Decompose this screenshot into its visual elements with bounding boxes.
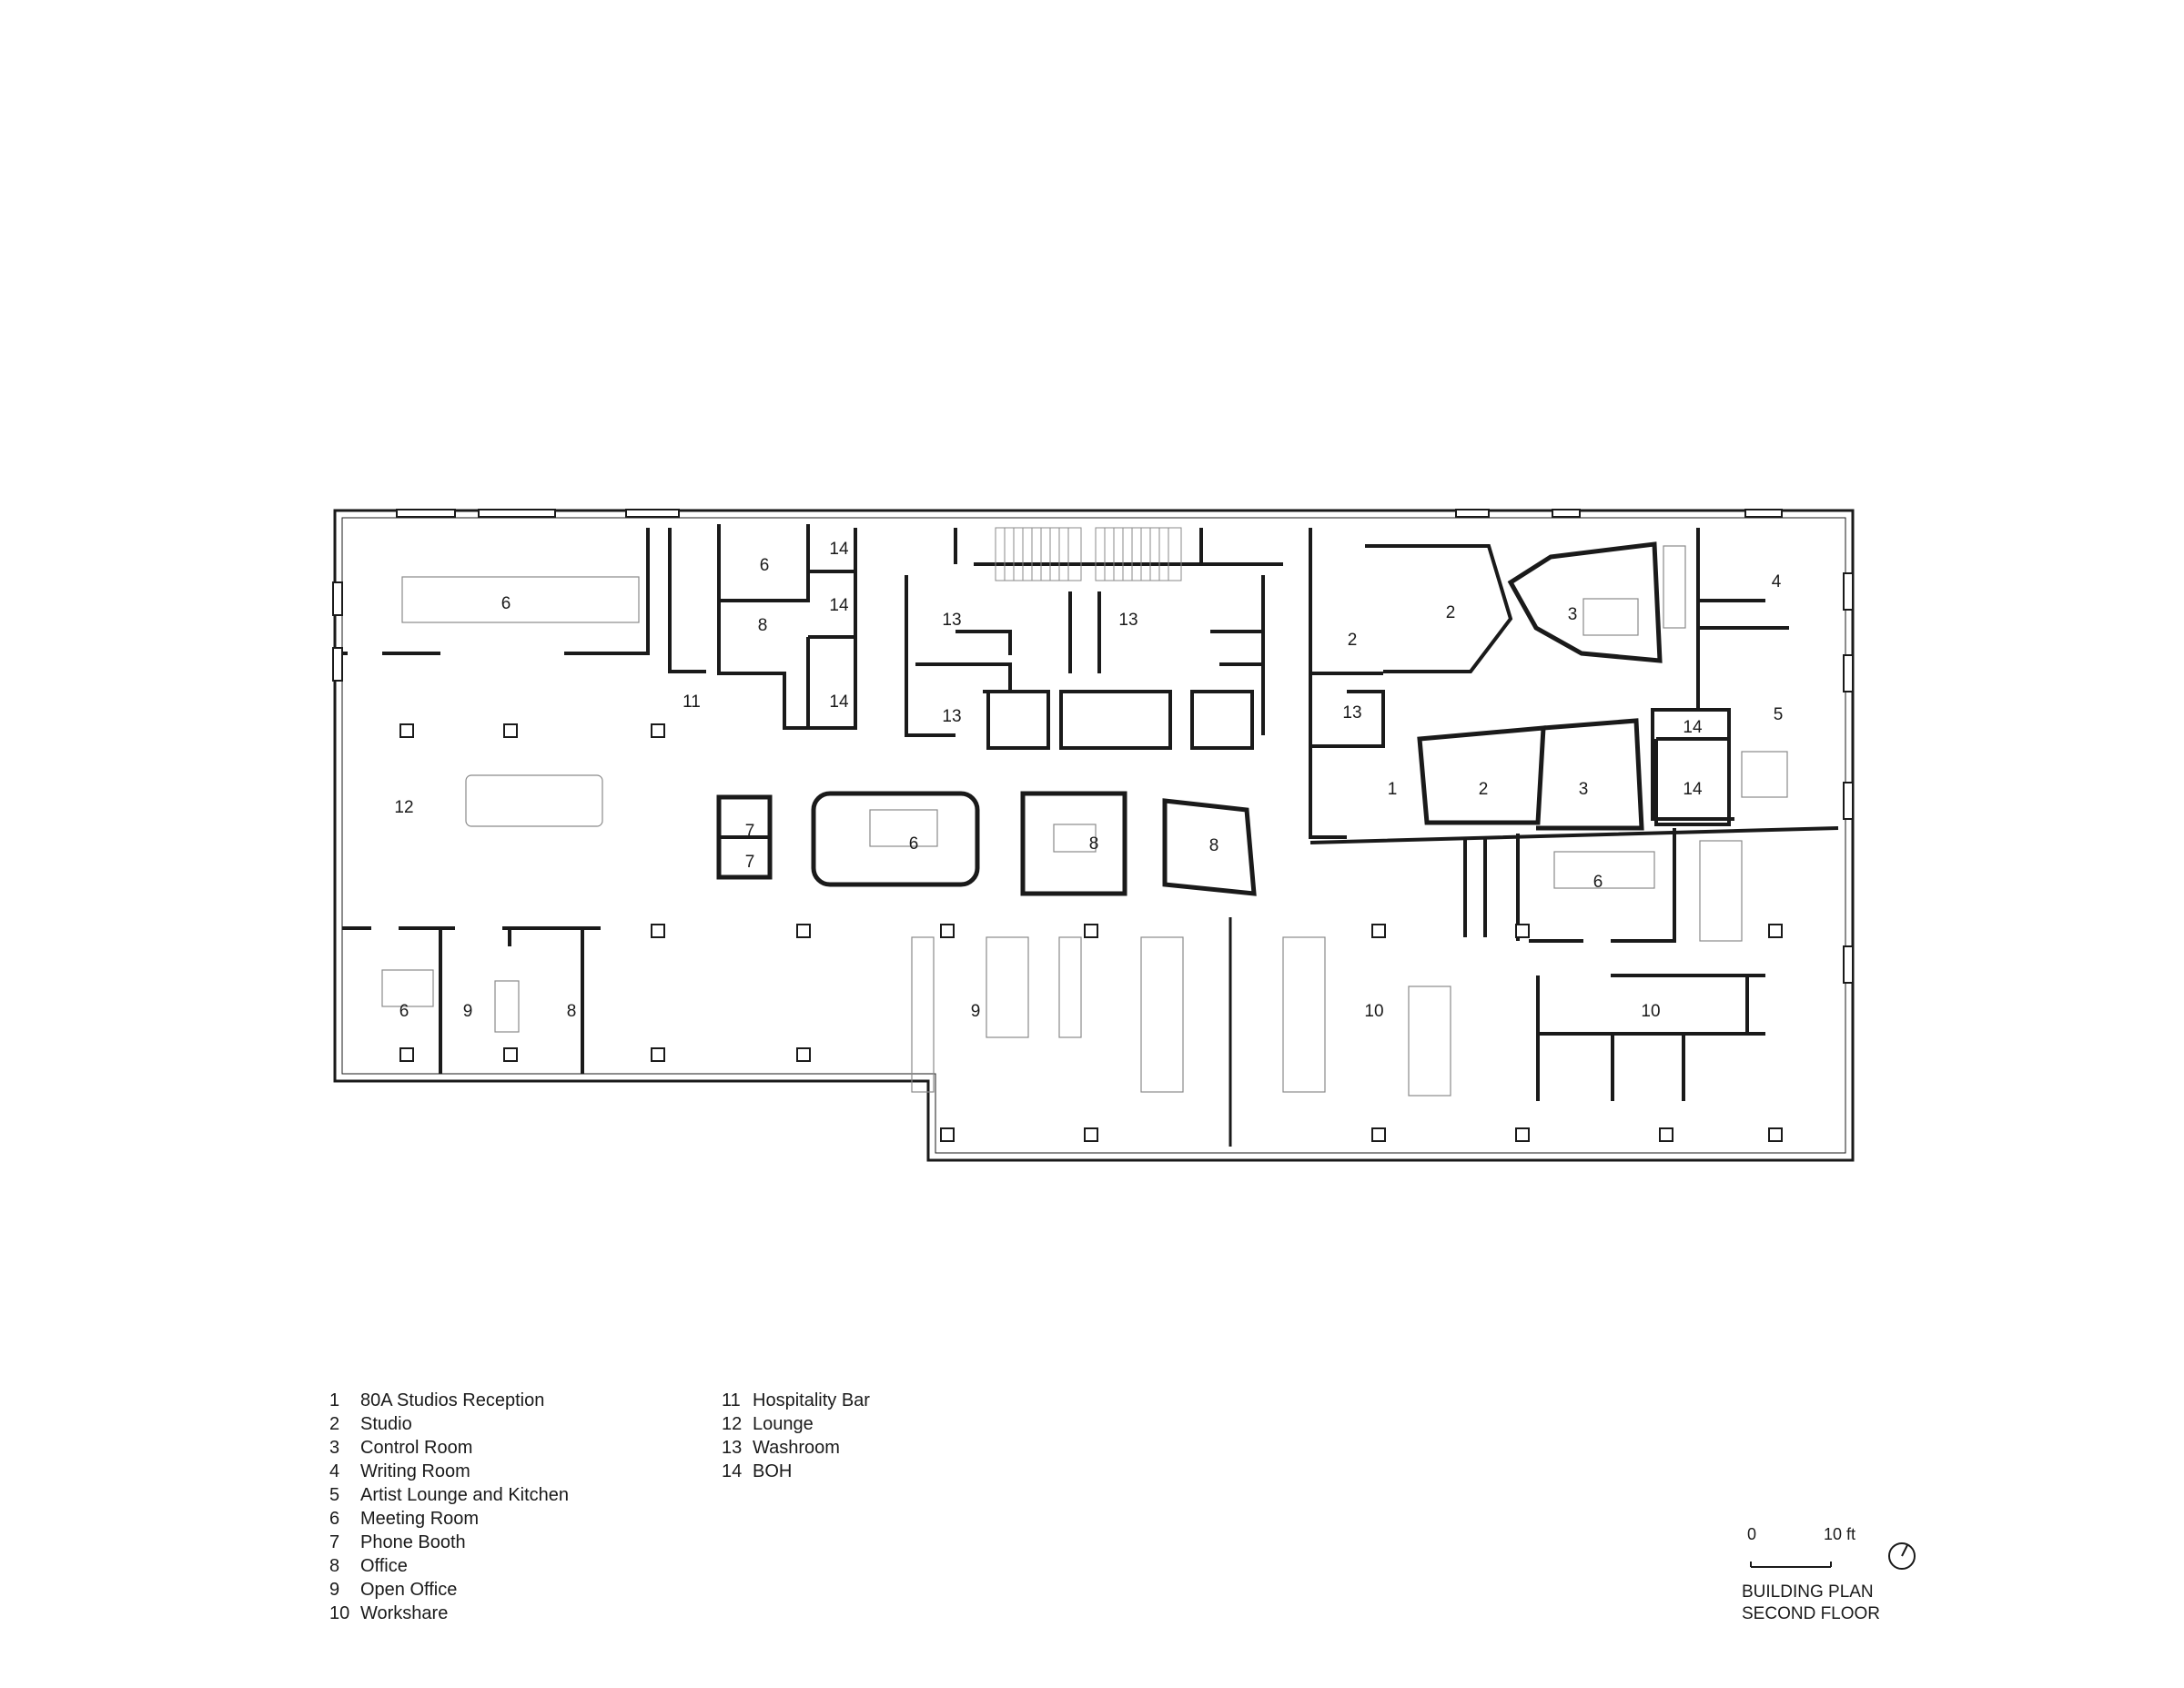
title-line-2: SECOND FLOOR: [1742, 1604, 1881, 1623]
title-line-1: BUILDING PLAN: [1742, 1582, 1874, 1602]
label-boh: 14: [829, 692, 849, 712]
label-meeting-room: 6: [1593, 873, 1603, 892]
label-control-room: 3: [1568, 605, 1578, 624]
label-workshare: 10: [1364, 1002, 1383, 1021]
north-arrow-icon: [1888, 1542, 1916, 1570]
legend-number: 12: [722, 1414, 743, 1434]
legend-item: 12 Lounge: [722, 1412, 870, 1436]
label-office: 8: [567, 1002, 577, 1021]
legend-number: 10: [329, 1603, 350, 1623]
building-outline: [333, 509, 1855, 1162]
label-studio: 2: [1348, 631, 1358, 650]
legend-label: Washroom: [753, 1438, 840, 1458]
legend-number: 6: [329, 1509, 340, 1529]
legend-number: 1: [329, 1390, 340, 1410]
label-artist-lounge: 5: [1774, 705, 1784, 724]
label-boh: 14: [1683, 718, 1703, 737]
legend-left: 1 80A Studios Reception 2 Studio 3 Control Ro…: [329, 1389, 569, 1625]
label-reception: 1: [1388, 780, 1398, 799]
label-boh: 14: [829, 540, 849, 559]
legend-label: Phone Booth: [360, 1532, 466, 1552]
label-office: 8: [758, 616, 768, 635]
label-studio: 2: [1446, 603, 1456, 622]
label-studio: 2: [1479, 780, 1489, 799]
label-meeting-room: 6: [909, 834, 919, 854]
legend-label: BOH: [753, 1461, 793, 1481]
legend-item: 8 Office: [329, 1554, 569, 1578]
legend-number: 7: [329, 1532, 340, 1552]
label-writing-room: 4: [1772, 572, 1782, 591]
label-washroom: 13: [942, 707, 961, 726]
label-meeting-room: 6: [760, 556, 770, 575]
label-meeting-room: 6: [501, 594, 511, 613]
legend-item: 9 Open Office: [329, 1578, 569, 1602]
legend-label: 80A Studios Reception: [360, 1390, 545, 1410]
label-phone-booth: 7: [745, 853, 755, 872]
legend-number: 3: [329, 1438, 340, 1458]
legend-label: Workshare: [360, 1603, 449, 1623]
legend-number: 5: [329, 1485, 340, 1505]
legend-item: 3 Control Room: [329, 1436, 569, 1460]
label-hospitality-bar: 11: [682, 692, 701, 712]
legend-number: 2: [329, 1414, 340, 1434]
label-washroom: 13: [942, 611, 961, 630]
legend-right: 11 Hospitality Bar 12 Lounge 13 Washroom 14 BOH: [722, 1389, 870, 1483]
label-open-office: 9: [463, 1002, 473, 1021]
legend-item: 6 Meeting Room: [329, 1507, 569, 1531]
drawing-title: BUILDING PLAN SECOND FLOOR: [1742, 1582, 1880, 1625]
scale-ten-label: 10 ft: [1824, 1525, 1856, 1543]
legend-label: Artist Lounge and Kitchen: [360, 1485, 570, 1505]
label-boh: 14: [1683, 780, 1703, 799]
legend-item: 7 Phone Booth: [329, 1531, 569, 1554]
label-boh: 14: [829, 596, 849, 615]
legend-number: 13: [722, 1438, 743, 1458]
legend-item: 14 BOH: [722, 1460, 870, 1483]
label-workshare: 10: [1641, 1002, 1660, 1021]
label-office: 8: [1209, 836, 1219, 855]
label-meeting-room: 6: [399, 1002, 410, 1021]
label-control-room: 3: [1579, 780, 1589, 799]
legend-label: Lounge: [753, 1414, 814, 1434]
legend-label: Studio: [360, 1414, 412, 1434]
legend-item: 2 Studio: [329, 1412, 569, 1436]
legend-label: Open Office: [360, 1580, 458, 1600]
label-phone-booth: 7: [745, 822, 755, 841]
legend-number: 4: [329, 1461, 340, 1481]
legend-label: Control Room: [360, 1438, 473, 1458]
label-office: 8: [1089, 834, 1099, 854]
legend-item: 10 Workshare: [329, 1602, 569, 1625]
legend-item: 4 Writing Room: [329, 1460, 569, 1483]
label-lounge: 12: [394, 798, 413, 817]
legend-number: 8: [329, 1556, 340, 1576]
legend-label: Office: [360, 1556, 408, 1576]
scale-zero-label: 0: [1747, 1525, 1757, 1543]
legend-item: 1 80A Studios Reception: [329, 1389, 569, 1412]
label-washroom: 13: [1342, 703, 1361, 723]
legend-label: Hospitality Bar: [753, 1390, 870, 1410]
legend-number: 9: [329, 1580, 340, 1600]
legend-item: 11 Hospitality Bar: [722, 1389, 870, 1412]
label-washroom: 13: [1118, 611, 1138, 630]
legend-number: 11: [722, 1390, 741, 1410]
legend-label: Writing Room: [360, 1461, 470, 1481]
label-open-office: 9: [971, 1002, 981, 1021]
legend-item: 13 Washroom: [722, 1436, 870, 1460]
scale-bar: [1750, 1562, 1832, 1568]
legend-number: 14: [722, 1461, 743, 1481]
legend-item: 5 Artist Lounge and Kitchen: [329, 1483, 569, 1507]
legend-label: Meeting Room: [360, 1509, 480, 1529]
